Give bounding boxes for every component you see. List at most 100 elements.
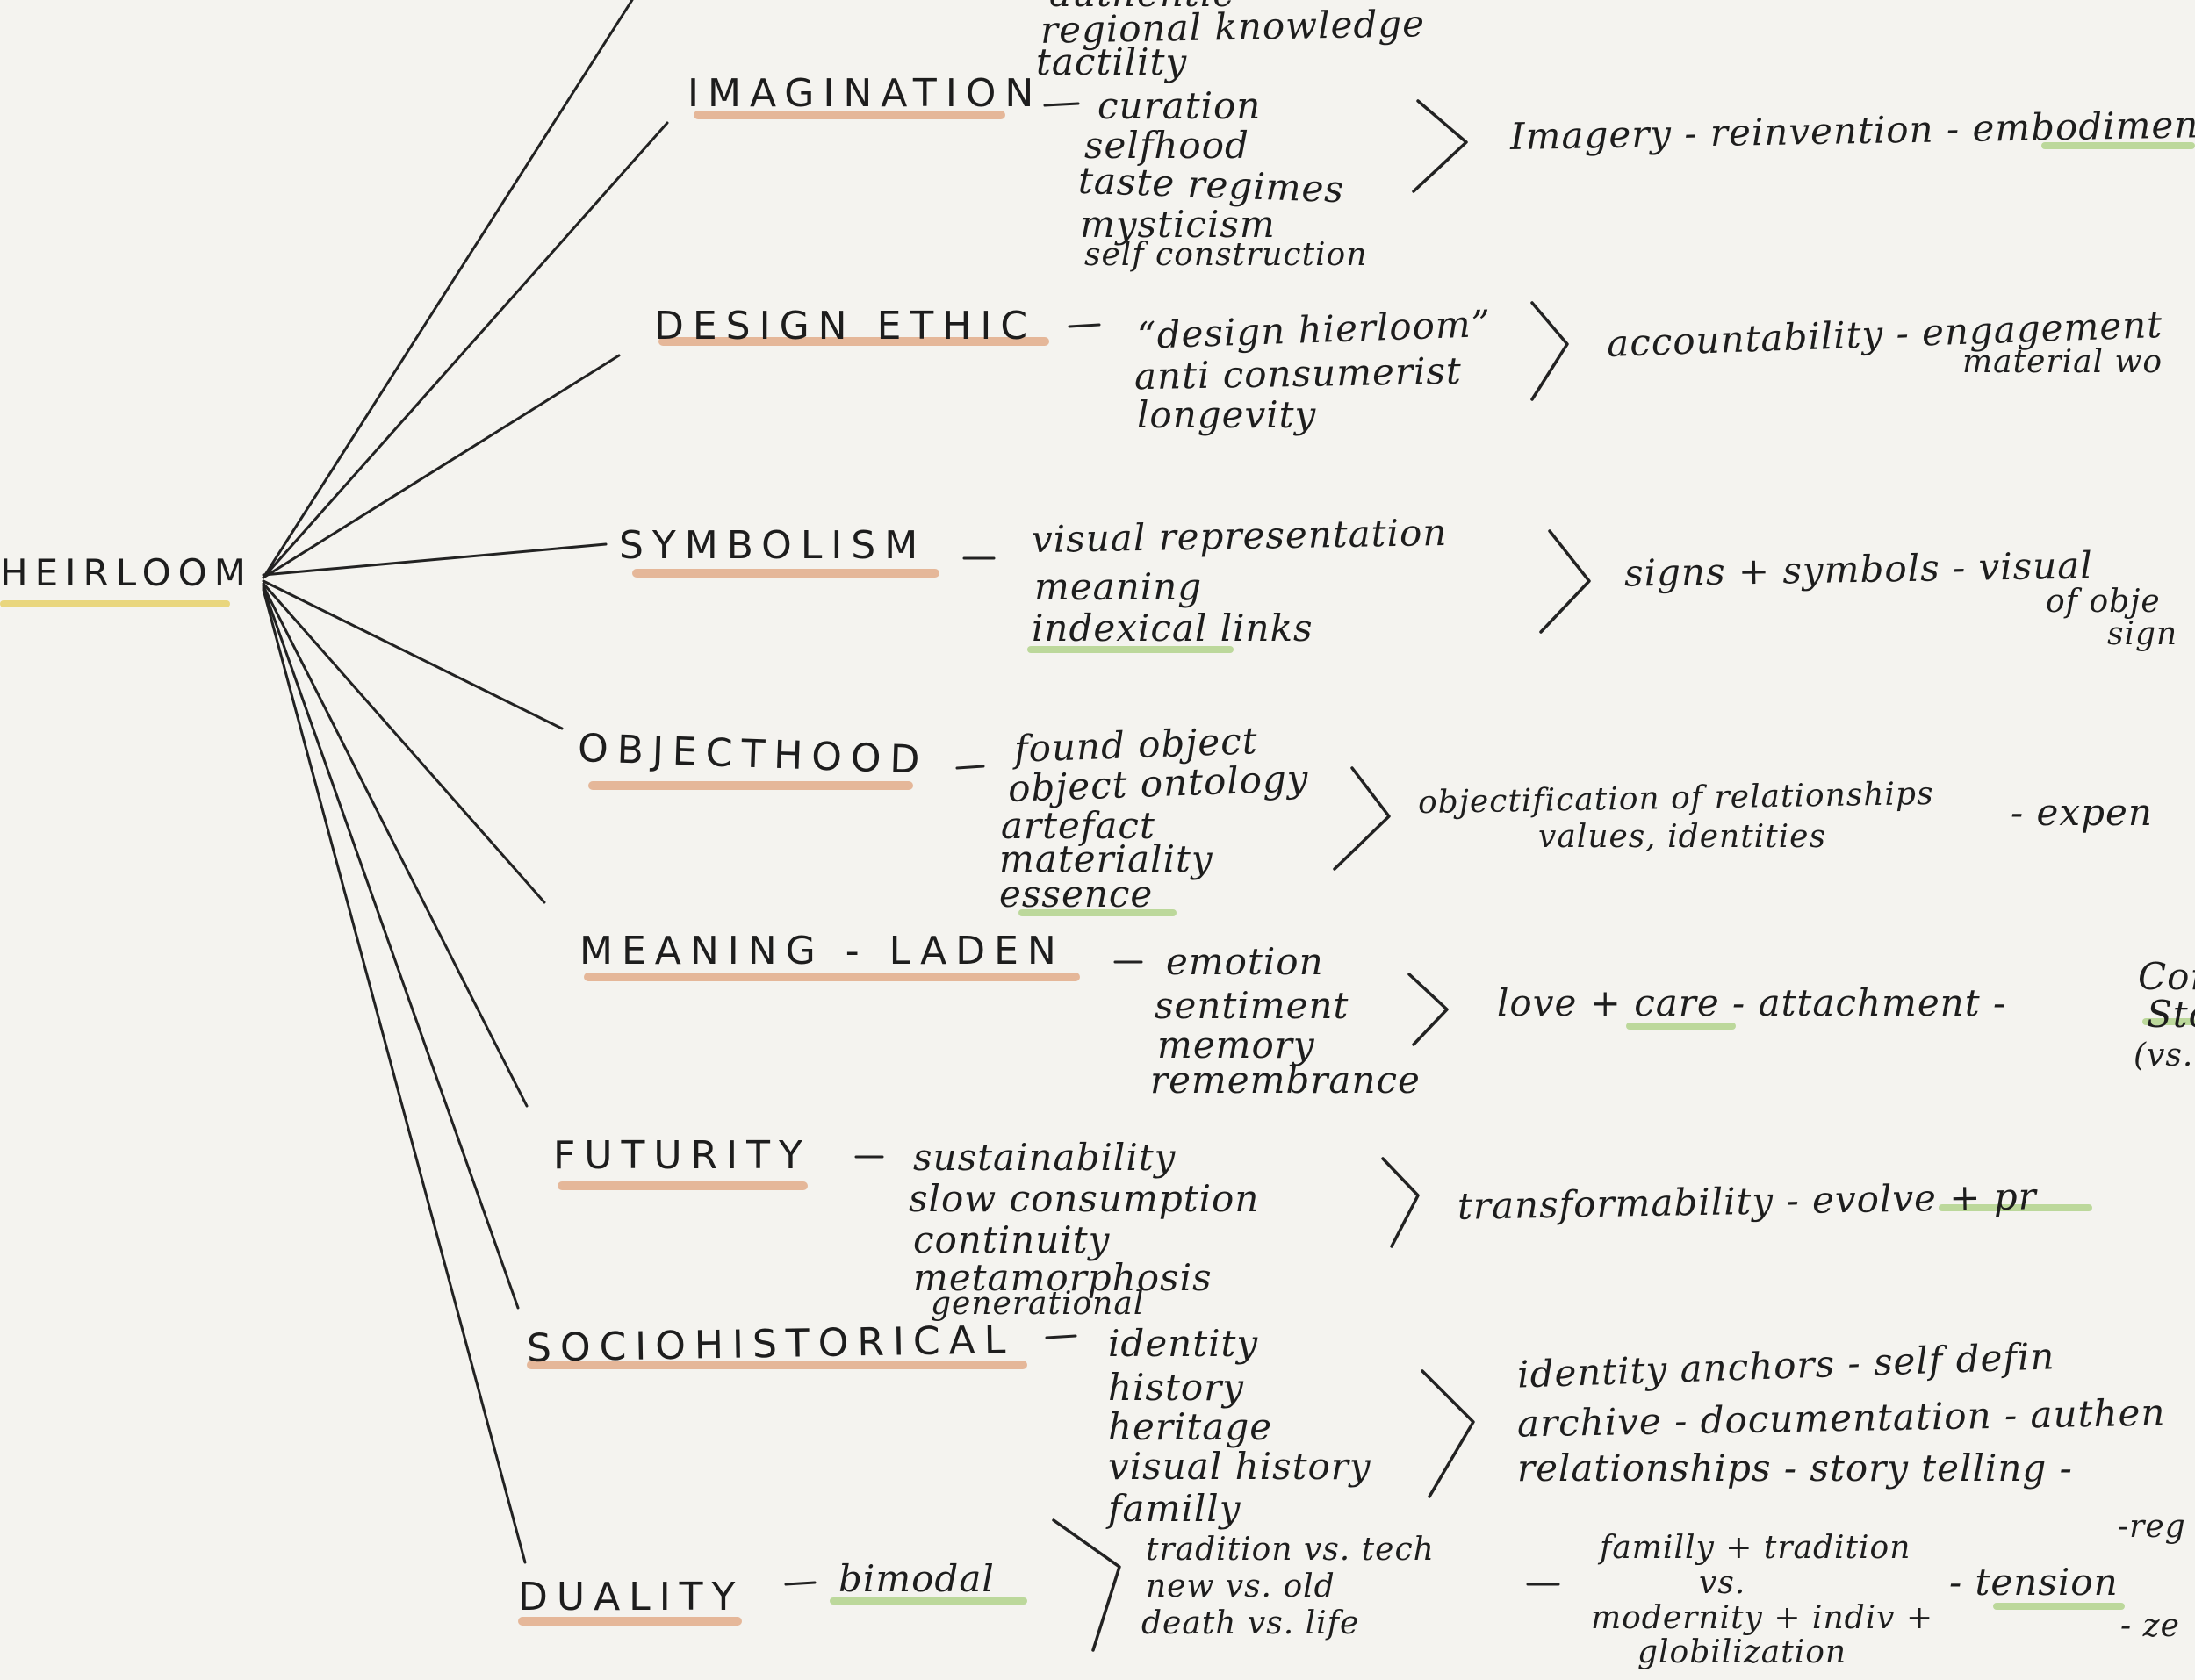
meaning-laden-item-1: emotion bbox=[1166, 940, 1324, 983]
top-item-3: tactility bbox=[1036, 40, 1188, 83]
duality-outcome: - tension bbox=[1949, 1561, 2119, 1604]
meaning-laden-outcome: love + care - attachment - bbox=[1497, 981, 2007, 1024]
meaning-laden-label: MEANING - LADEN bbox=[579, 929, 1065, 973]
connector-duality bbox=[262, 588, 527, 1564]
connector-imagination bbox=[262, 121, 669, 579]
meaning-laden-outcome-2: Cor bbox=[2138, 955, 2195, 998]
objecthood-item-4: materiality bbox=[999, 837, 1213, 880]
connector-futurity bbox=[262, 585, 529, 1108]
futurity-item-1: sustainability bbox=[913, 1136, 1177, 1179]
bracket-futurity bbox=[1381, 1157, 1420, 1248]
imagination-item-1: curation bbox=[1098, 84, 1262, 127]
objecthood-item-3: artefact bbox=[1001, 804, 1155, 847]
dash-duality-1 bbox=[784, 1581, 817, 1586]
embodiment-highlight bbox=[2041, 142, 2195, 149]
connector-design-ethic bbox=[262, 354, 621, 579]
objecthood-highlight bbox=[588, 781, 913, 790]
sociohistorical-item-5: familly bbox=[1108, 1487, 1241, 1530]
duality-outcome-2: -reg bbox=[2118, 1509, 2186, 1545]
bracket-imagination bbox=[1412, 99, 1468, 193]
futurity-label: FUTURITY bbox=[553, 1133, 811, 1178]
meaning-laden-highlight bbox=[584, 973, 1080, 981]
duality-middle-4: globilization bbox=[1637, 1634, 1847, 1670]
imagination-item-2: selfhood bbox=[1084, 124, 1249, 167]
symbolism-label: SYMBOLISM bbox=[619, 523, 927, 568]
design-ethic-label: DESIGN ETHIC bbox=[654, 304, 1037, 348]
sociohistorical-item-3: heritage bbox=[1108, 1405, 1273, 1448]
sociohistorical-outcome-3: relationships - story telling - bbox=[1517, 1447, 2073, 1490]
dash-sociohistorical bbox=[1045, 1334, 1077, 1339]
meaning-laden-item-3: memory bbox=[1157, 1023, 1315, 1066]
care-highlight bbox=[1626, 1023, 1736, 1030]
duality-middle-1: familly + tradition bbox=[1600, 1530, 1911, 1566]
root-highlight bbox=[0, 600, 230, 607]
objecthood-item-5: essence bbox=[999, 872, 1154, 915]
symbolism-highlight bbox=[632, 569, 939, 578]
design-ethic-item-3: longevity bbox=[1137, 393, 1317, 436]
evolve-highlight bbox=[1939, 1204, 2092, 1211]
duality-item-1: tradition vs. tech bbox=[1146, 1532, 1435, 1568]
meaning-laden-item-4: remembrance bbox=[1150, 1059, 1421, 1102]
connector-meaning-laden bbox=[262, 582, 546, 904]
bracket-duality bbox=[1052, 1518, 1121, 1652]
meaning-laden-outcome-3: Sto bbox=[2147, 993, 2195, 1036]
symbolism-item-1: visual representation bbox=[1031, 510, 1448, 562]
bracket-symbolism bbox=[1539, 529, 1591, 634]
imagination-item-4: mysticism bbox=[1080, 203, 1276, 246]
dash-design-ethic bbox=[1068, 323, 1101, 328]
root-node: HEIRLOOM bbox=[0, 551, 253, 594]
symbolism-outcome-2: of obje bbox=[2046, 584, 2161, 620]
bracket-meaning-laden bbox=[1407, 973, 1449, 1046]
duality-item-2: new vs. old bbox=[1146, 1569, 1335, 1605]
duality-label: DUALITY bbox=[518, 1575, 745, 1619]
duality-sub: bimodal bbox=[838, 1557, 995, 1600]
top-item-1: authentic bbox=[1049, 0, 1234, 12]
objecthood-outcome-3: - expen bbox=[2011, 791, 2153, 834]
tension-highlight bbox=[1993, 1603, 2125, 1610]
imagination-item-5: self construction bbox=[1084, 237, 1368, 273]
duality-highlight bbox=[518, 1617, 742, 1626]
design-ethic-highlight bbox=[658, 337, 1049, 346]
symbolism-item-2: meaning bbox=[1034, 565, 1203, 608]
dash-imagination bbox=[1043, 102, 1080, 107]
design-ethic-outcome-2: material wo bbox=[1962, 344, 2163, 380]
bracket-design-ethic bbox=[1530, 301, 1569, 401]
imagination-item-3: taste regimes bbox=[1077, 158, 1345, 212]
objecthood-outcome: objectification of relationships bbox=[1417, 775, 1934, 822]
futurity-item-4: metamorphosis bbox=[913, 1256, 1213, 1299]
futurity-item-2: slow consumption bbox=[909, 1177, 1260, 1220]
indexical-highlight bbox=[1027, 646, 1234, 653]
objecthood-item-2: object ontology bbox=[1007, 757, 1310, 810]
sociohistorical-label: SOCIOHISTORICAL bbox=[526, 1317, 1015, 1371]
futurity-item-3: continuity bbox=[913, 1218, 1111, 1261]
imagination-label: IMAGINATION bbox=[687, 71, 1043, 116]
futurity-outcome: transformability - evolve + pr bbox=[1457, 1174, 2038, 1228]
duality-item-3: death vs. life bbox=[1141, 1605, 1360, 1641]
sociohistorical-outcome-2: archive - documentation - authen bbox=[1516, 1390, 2166, 1446]
futurity-highlight bbox=[558, 1181, 808, 1190]
essence-highlight bbox=[1018, 909, 1177, 916]
connector-top bbox=[262, 0, 634, 579]
symbolism-outcome-3: sign bbox=[2107, 616, 2178, 652]
objecthood-outcome-2: values, identities bbox=[1538, 819, 1826, 855]
sociohistorical-item-1: identity bbox=[1108, 1322, 1259, 1365]
design-ethic-item-2: anti consumerist bbox=[1133, 348, 1463, 398]
bracket-sociohistorical bbox=[1421, 1369, 1475, 1498]
futurity-item-5: generational bbox=[931, 1286, 1145, 1322]
connector-sociohistorical bbox=[262, 586, 520, 1310]
cor-highlight bbox=[2142, 1018, 2195, 1025]
sociohistorical-item-4: visual history bbox=[1108, 1445, 1371, 1488]
bracket-objecthood bbox=[1333, 766, 1391, 871]
meaning-laden-item-2: sentiment bbox=[1155, 984, 1349, 1027]
sociohistorical-item-2: history bbox=[1108, 1366, 1245, 1409]
sociohistorical-highlight bbox=[527, 1361, 1027, 1369]
symbolism-outcome: signs + symbols - visual bbox=[1623, 543, 2094, 595]
connector-objecthood bbox=[262, 579, 564, 730]
duality-outcome-3: - ze bbox=[2120, 1608, 2180, 1644]
duality-middle-3: modernity + indiv + bbox=[1591, 1600, 1934, 1636]
symbolism-item-3: indexical links bbox=[1032, 607, 1313, 650]
duality-middle-2: vs. bbox=[1699, 1565, 1746, 1601]
imagination-highlight bbox=[694, 111, 1005, 119]
bimodal-highlight bbox=[830, 1597, 1027, 1605]
